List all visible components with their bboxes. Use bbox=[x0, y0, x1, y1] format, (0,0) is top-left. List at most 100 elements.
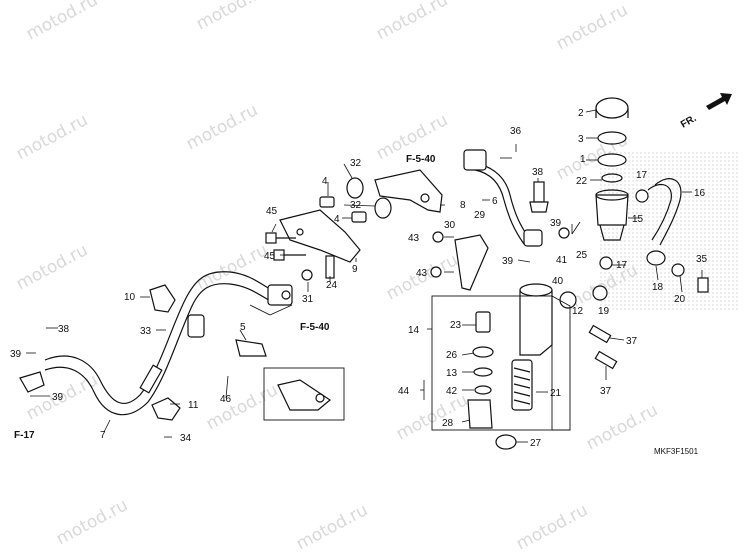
callout-40: 40 bbox=[552, 276, 564, 287]
watermark: motod.ru bbox=[203, 380, 281, 434]
callout-19: 19 bbox=[598, 306, 610, 317]
reservoir-hose-elbow bbox=[646, 178, 682, 266]
hose-clips bbox=[599, 189, 709, 293]
bolt bbox=[265, 232, 335, 281]
callout-16: 16 bbox=[694, 188, 706, 199]
callout-5: 5 bbox=[240, 322, 246, 333]
callout-41: 41 bbox=[556, 255, 568, 266]
watermark: motod.ru bbox=[23, 0, 101, 44]
ref-f-5-40-top: F-5-40 bbox=[406, 154, 436, 165]
callout-6: 6 bbox=[492, 196, 498, 207]
callout-36: 36 bbox=[510, 126, 522, 137]
detail-inset bbox=[263, 367, 345, 421]
callout-34: 34 bbox=[180, 433, 192, 444]
callout-43: 43 bbox=[416, 268, 428, 279]
callout-4: 4 bbox=[322, 176, 328, 187]
watermark: motod.ru bbox=[193, 240, 271, 294]
callout-23: 23 bbox=[450, 320, 462, 331]
callout-42: 42 bbox=[446, 386, 458, 397]
callout-39: 39 bbox=[52, 392, 64, 403]
master-cylinder-bracket bbox=[279, 169, 443, 263]
callout-14: 14 bbox=[408, 325, 420, 336]
callout-24: 24 bbox=[326, 280, 338, 291]
callout-20: 20 bbox=[674, 294, 686, 305]
callout-44: 44 bbox=[398, 386, 410, 397]
watermark: motod.ru bbox=[373, 0, 451, 44]
diagram-code: MKF3F1501 bbox=[654, 447, 699, 456]
hose-clamp bbox=[149, 284, 181, 421]
callout-28: 28 bbox=[442, 418, 454, 429]
watermark: motod.ru bbox=[513, 500, 591, 554]
callout-18: 18 bbox=[652, 282, 664, 293]
callout-21: 21 bbox=[550, 388, 562, 399]
assembly-frames bbox=[431, 295, 571, 431]
callout-33: 33 bbox=[140, 326, 152, 337]
watermark-layer: motod.ru motod.ru motod.ru motod.ru moto… bbox=[13, 0, 661, 554]
watermark: motod.ru bbox=[13, 240, 91, 294]
switch-bracket bbox=[430, 227, 570, 291]
watermark: motod.ru bbox=[293, 500, 371, 554]
callout-2: 2 bbox=[578, 108, 584, 119]
callout-45: 45 bbox=[264, 251, 276, 262]
callout-15: 15 bbox=[632, 214, 644, 225]
callout-35: 35 bbox=[696, 254, 708, 265]
watermark: motod.ru bbox=[53, 495, 131, 549]
callout-7: 7 bbox=[100, 430, 106, 441]
hose-joint bbox=[529, 181, 549, 213]
callout-4: 4 bbox=[334, 214, 340, 225]
leader-lines bbox=[26, 109, 703, 443]
callout-3: 3 bbox=[578, 134, 584, 145]
hose-guide-bracket bbox=[235, 339, 267, 357]
callout-26: 26 bbox=[446, 350, 458, 361]
reservoir bbox=[595, 97, 629, 241]
callout-27: 27 bbox=[530, 438, 542, 449]
callout-12: 12 bbox=[572, 306, 584, 317]
callout-39: 39 bbox=[550, 218, 562, 229]
watermark: motod.ru bbox=[553, 0, 631, 54]
ref-f-17: F-17 bbox=[14, 430, 35, 441]
callout-11: 11 bbox=[188, 400, 199, 411]
callout-31: 31 bbox=[302, 294, 314, 305]
watermark: motod.ru bbox=[183, 100, 261, 154]
reservoir-hose bbox=[463, 149, 543, 247]
callout-17: 17 bbox=[636, 170, 648, 181]
callout-37: 37 bbox=[600, 386, 612, 397]
brake-hose bbox=[19, 271, 293, 416]
callout-43: 43 bbox=[408, 233, 420, 244]
callout-39: 39 bbox=[502, 256, 514, 267]
callout-30: 30 bbox=[444, 220, 456, 231]
shading-dots bbox=[600, 150, 740, 310]
watermark: motod.ru bbox=[583, 400, 661, 454]
master-cylinder-body bbox=[519, 283, 608, 356]
callout-38: 38 bbox=[532, 167, 544, 178]
grommet bbox=[346, 177, 392, 219]
callout-8: 8 bbox=[460, 200, 466, 211]
callout-9: 9 bbox=[352, 264, 358, 275]
mounting-bolt bbox=[588, 324, 618, 370]
front-label: FR. bbox=[679, 113, 699, 131]
callout-25: 25 bbox=[576, 250, 588, 261]
collar bbox=[319, 196, 367, 223]
callout-46: 46 bbox=[220, 394, 232, 405]
callout-10: 10 bbox=[124, 292, 136, 303]
callout-39: 39 bbox=[10, 349, 22, 360]
callout-37: 37 bbox=[626, 336, 638, 347]
piston-set bbox=[467, 311, 533, 450]
callout-29: 29 bbox=[474, 210, 486, 221]
watermark: motod.ru bbox=[193, 0, 271, 34]
callout-17: 17 bbox=[616, 260, 628, 271]
ref-f-5-40-mid: F-5-40 bbox=[300, 322, 330, 333]
callout-1: 1 bbox=[580, 154, 586, 165]
callout-32: 32 bbox=[350, 200, 362, 211]
callout-32: 32 bbox=[350, 158, 362, 169]
front-arrow: FR. bbox=[679, 93, 732, 131]
watermark: motod.ru bbox=[13, 110, 91, 164]
callout-22: 22 bbox=[576, 176, 588, 187]
callout-38: 38 bbox=[58, 324, 70, 335]
callout-45: 45 bbox=[266, 206, 278, 217]
callout-labels: 1 2 3 4 4 5 6 7 8 9 10 11 12 13 14 15 16… bbox=[10, 108, 708, 449]
reference-labels: F-5-40 F-5-40 F-17 bbox=[14, 154, 436, 441]
callout-13: 13 bbox=[446, 368, 458, 379]
